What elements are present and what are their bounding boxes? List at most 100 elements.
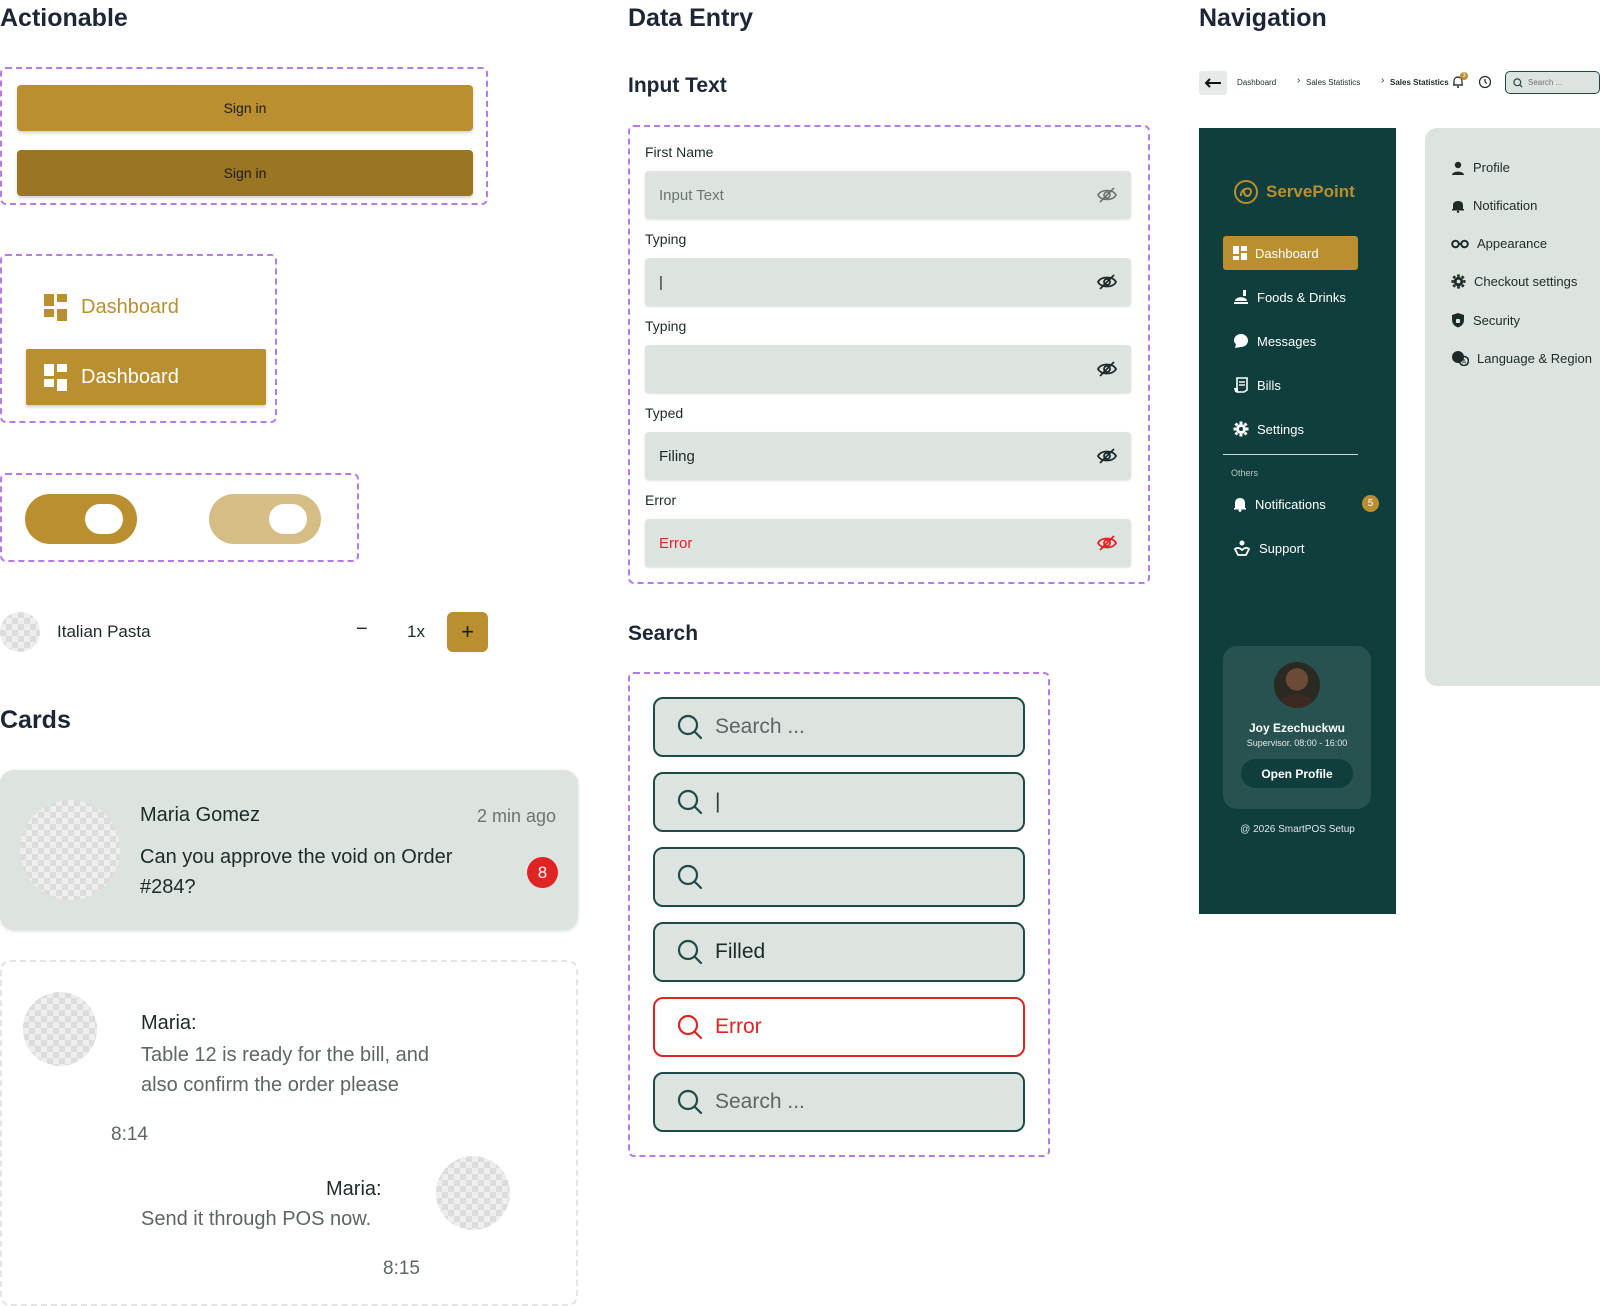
field-label: Error <box>645 492 677 508</box>
search-icon <box>1513 77 1523 88</box>
eye-off-icon[interactable] <box>1097 360 1117 378</box>
back-button[interactable] <box>1199 71 1227 95</box>
breadcrumb-item[interactable]: Dashboard <box>1237 78 1277 87</box>
search-input-typing[interactable]: | <box>653 772 1025 832</box>
signin-variants-group: Sign in Sign in <box>0 67 488 205</box>
sidebar-item-support[interactable]: Support <box>1223 531 1358 565</box>
brand-name: ServePoint <box>1266 182 1355 201</box>
open-profile-button[interactable]: Open Profile <box>1241 759 1353 788</box>
settings-item-label: Notification <box>1473 198 1538 213</box>
avatar <box>436 1156 510 1230</box>
avatar <box>23 992 97 1066</box>
settings-item-language-region[interactable]: A Language & Region <box>1451 350 1592 366</box>
sidebar-item-label: Bills <box>1257 377 1281 393</box>
quantity-decrement-button[interactable]: − <box>356 618 368 640</box>
sidebar-item-notifications[interactable]: Notifications <box>1223 487 1358 521</box>
sidebar-section-label: Others <box>1231 468 1259 478</box>
eye-off-icon[interactable] <box>1097 447 1117 465</box>
sidebar-item-label: Messages <box>1257 333 1317 349</box>
message-icon <box>1234 334 1248 348</box>
field-label: Typed <box>645 405 684 421</box>
eye-off-icon[interactable] <box>1097 186 1117 204</box>
top-search-input[interactable]: Search ... <box>1505 71 1600 94</box>
dashboard-icon <box>44 363 67 391</box>
profile-name: Joy Ezechuckwu <box>1248 721 1346 735</box>
user-icon <box>1452 161 1464 175</box>
typing-input[interactable]: | <box>645 258 1131 306</box>
stepper-item-name: Italian Pasta <box>57 622 151 641</box>
search-icon <box>677 789 703 815</box>
clock-button[interactable] <box>1478 75 1492 94</box>
toggle-switch-disabled[interactable] <box>209 494 321 544</box>
error-input[interactable]: Error <box>645 519 1131 567</box>
settings-item-checkout[interactable]: Checkout settings <box>1451 274 1577 289</box>
svg-text:A: A <box>1462 359 1467 366</box>
dashboard-nav-sample[interactable]: Dashboard <box>44 294 179 321</box>
field-label: Typing <box>645 318 687 334</box>
typing-focused-input[interactable] <box>645 345 1131 393</box>
chat-card: Maria: Table 12 is ready for the bill, a… <box>0 960 578 1306</box>
avatar <box>20 800 120 900</box>
item-thumbnail <box>0 612 40 652</box>
settings-menu-panel: Profile Notification Appearance Checkout… <box>1425 128 1600 686</box>
search-input-filled[interactable]: Filled <box>653 922 1025 982</box>
settings-item-notification[interactable]: Notification <box>1451 198 1537 213</box>
top-search-placeholder: Search ... <box>1528 78 1563 87</box>
notification-badge: 3 <box>1460 72 1468 80</box>
sidebar-item-label: Settings <box>1257 421 1304 437</box>
eye-off-icon[interactable] <box>1097 273 1117 291</box>
search-input-placeholder[interactable]: Search ... <box>653 1072 1025 1132</box>
typing-input-value: | <box>659 273 663 291</box>
sidebar-item-settings[interactable]: Settings <box>1223 412 1358 446</box>
search-input-focused[interactable] <box>653 847 1025 907</box>
search-icon <box>677 1014 703 1040</box>
sidebar-item-messages[interactable]: Messages <box>1223 324 1358 358</box>
sidebar-item-dashboard[interactable]: Dashboard <box>1223 236 1358 270</box>
subsection-title-search: Search <box>628 622 699 645</box>
settings-item-profile[interactable]: Profile <box>1451 160 1510 175</box>
message-time: 2 min ago <box>476 806 556 826</box>
chat-outgoing-sender: Maria: <box>326 1178 382 1200</box>
chat-outgoing-text: Send it through POS now. <box>141 1208 372 1230</box>
settings-item-security[interactable]: Security <box>1451 312 1520 328</box>
profile-role: Supervisor. 08:00 - 16:00 <box>1246 738 1348 748</box>
search-icon <box>677 1089 703 1115</box>
eye-off-icon[interactable] <box>1097 534 1117 552</box>
first-name-input[interactable]: Input Text <box>645 171 1131 219</box>
avatar <box>1274 662 1320 708</box>
settings-item-label: Language & Region <box>1477 350 1592 366</box>
chat-incoming-time: 8:14 <box>111 1124 148 1145</box>
section-title-actionable: Actionable <box>0 4 128 32</box>
settings-item-label: Appearance <box>1477 236 1548 251</box>
quantity-increment-button[interactable]: + <box>447 612 488 652</box>
settings-item-label: Security <box>1473 312 1520 328</box>
bell-icon <box>1453 76 1463 88</box>
breadcrumb-item[interactable]: Sales Statistics <box>1306 78 1361 87</box>
typed-input[interactable]: Filing <box>645 432 1131 480</box>
sidebar-item-bills[interactable]: Bills <box>1223 368 1358 402</box>
first-name-input-value: Input Text <box>659 186 724 204</box>
settings-item-appearance[interactable]: Appearance <box>1451 236 1547 251</box>
sidebar-item-foods-drinks[interactable]: Foods & Drinks <box>1223 280 1358 314</box>
sidebar-item-label: Dashboard <box>1255 245 1319 261</box>
quantity-value: 1x <box>407 622 425 641</box>
message-preview: Can you approve the void on Order #284? <box>140 846 453 898</box>
signin-button[interactable]: Sign in <box>17 85 473 131</box>
bell-icon <box>1452 200 1464 213</box>
notification-bell-button[interactable]: 3 <box>1451 72 1468 94</box>
subsection-title-input-text: Input Text <box>628 74 727 97</box>
section-title-navigation: Navigation <box>1199 4 1327 32</box>
search-input-placeholder[interactable]: Search ... <box>653 697 1025 757</box>
toggle-switch-on[interactable] <box>25 494 137 544</box>
signin-button-pressed[interactable]: Sign in <box>17 150 473 196</box>
unread-badge: 8 <box>527 857 558 888</box>
notifications-badge: 5 <box>1362 495 1379 512</box>
dashboard-nav-sample-active[interactable]: Dashboard <box>26 349 266 405</box>
search-input-value: Error <box>715 1015 762 1038</box>
search-input-error[interactable]: Error <box>653 997 1025 1057</box>
search-input-value: Search ... <box>715 715 805 738</box>
typed-input-value: Filing <box>659 447 695 465</box>
message-card[interactable]: Maria Gomez 2 min ago Can you approve th… <box>0 770 578 930</box>
arrow-left-icon <box>1204 78 1221 88</box>
sidebar: ServePoint Dashboard Foods & Drinks Mess… <box>1199 128 1396 914</box>
